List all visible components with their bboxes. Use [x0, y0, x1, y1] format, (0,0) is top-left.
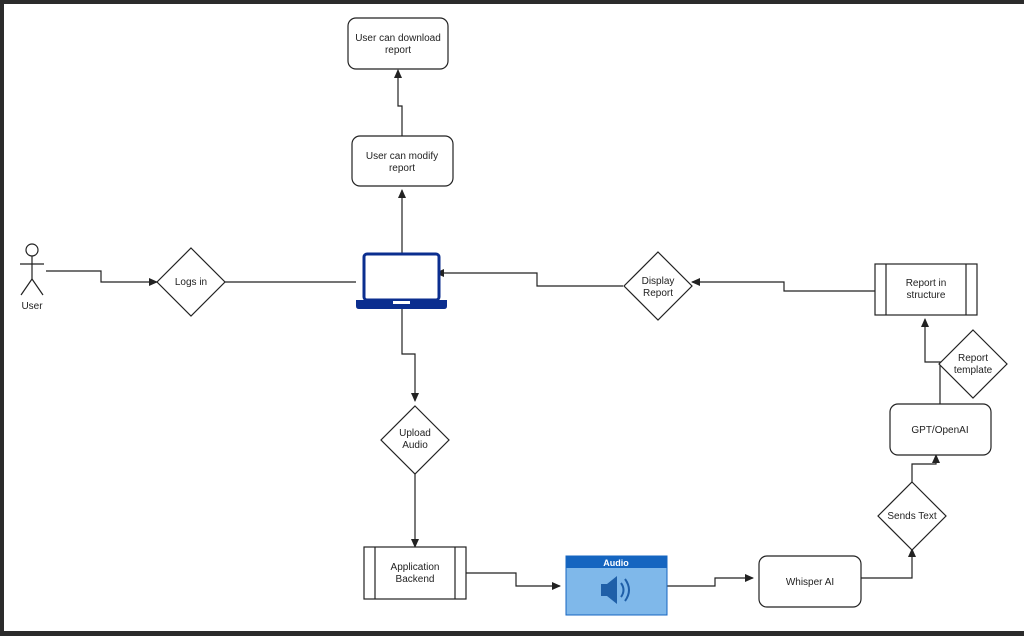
- backend-label-line2: Backend: [396, 574, 435, 585]
- audio-header-label: Audio: [603, 558, 629, 568]
- edge-whisper-to-sendstext: [861, 548, 916, 579]
- gpt-openai-node: GPT/OpenAI: [889, 403, 992, 456]
- edge-audio-to-whisper: [667, 574, 754, 587]
- laptop-icon: [356, 252, 447, 309]
- download-label-line1: User can download: [355, 33, 441, 44]
- logs-in-decision: Logs in: [156, 247, 226, 317]
- audio-node: Audio: [565, 555, 668, 616]
- edge-display-to-laptop: [435, 269, 623, 287]
- display-label-line2: Report: [643, 288, 673, 299]
- download-report-node: User can download report: [347, 17, 449, 70]
- user-label: User: [21, 301, 43, 312]
- gpt-label: GPT/OpenAI: [911, 425, 968, 436]
- edge-modify-to-download: [394, 69, 403, 136]
- display-report-decision: Display Report: [623, 251, 693, 321]
- report-structure-node: Report in structure: [874, 263, 978, 316]
- speaker-icon: [601, 576, 630, 604]
- edge-user-to-login: [46, 270, 158, 286]
- display-label-line1: Display: [642, 276, 675, 287]
- edge-backend-to-audio: [466, 572, 561, 590]
- upload-label-line1: Upload: [399, 428, 431, 439]
- report-structure-line1: Report in: [906, 278, 947, 289]
- upload-label-line2: Audio: [402, 440, 428, 451]
- edge-sendstext-to-gpt: [911, 454, 940, 482]
- sends-text-label: Sends Text: [887, 511, 937, 522]
- report-template-line2: template: [954, 365, 993, 376]
- application-backend-node: Application Backend: [363, 546, 467, 600]
- whisper-label: Whisper AI: [786, 577, 834, 588]
- modify-label-line2: report: [389, 163, 415, 174]
- sends-text-decision: Sends Text: [877, 481, 947, 551]
- diagram-canvas: User Logs in User can download report Us…: [4, 4, 1024, 631]
- edge-structure-to-display: [691, 278, 875, 292]
- report-structure-line2: structure: [907, 290, 946, 301]
- edge-gpt-to-structure: [921, 318, 941, 404]
- whisper-ai-node: Whisper AI: [758, 555, 862, 608]
- backend-label-line1: Application: [391, 562, 440, 573]
- upload-audio-decision: Upload Audio: [380, 405, 450, 475]
- edge-laptop-to-upload: [401, 309, 419, 402]
- modify-report-node: User can modify report: [351, 135, 454, 187]
- download-label-line2: report: [385, 45, 411, 56]
- report-template-decision: Report template: [938, 329, 1008, 399]
- user-actor-icon: [20, 243, 44, 296]
- report-template-line1: Report: [958, 353, 988, 364]
- flowchart: User Logs in User can download report Us…: [20, 17, 1008, 616]
- modify-label-line1: User can modify: [366, 151, 438, 162]
- logs-in-label: Logs in: [175, 277, 207, 288]
